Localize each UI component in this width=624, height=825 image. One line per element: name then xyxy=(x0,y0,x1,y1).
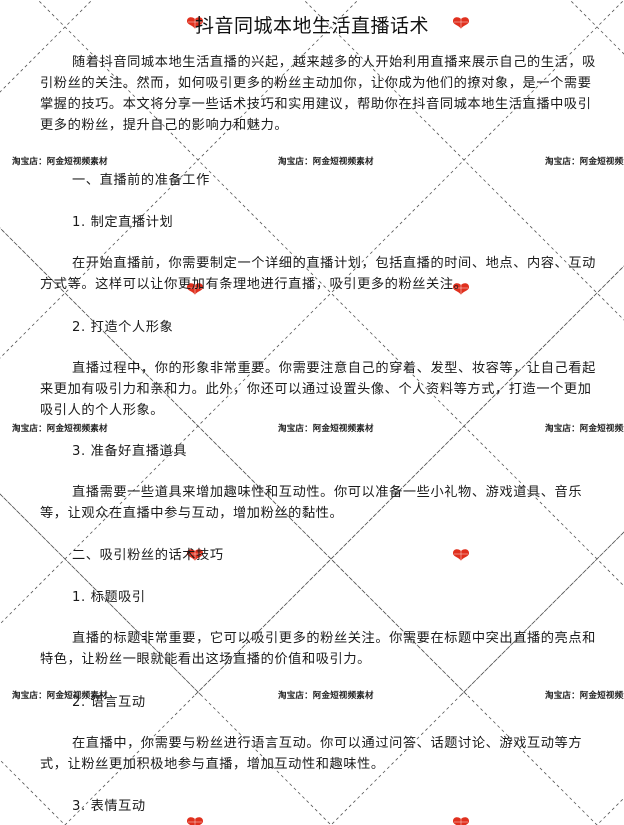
watermark-text: 淘宝店：阿金短视频素材 xyxy=(278,157,374,167)
paragraph-verbal: 在直播中，你需要与粉丝进行语言互动。你可以通过问答、话题讨论、游戏互动等方式，让… xyxy=(40,736,583,772)
section-heading-1: 一、直播前的准备工作 xyxy=(72,173,210,188)
watermark-text: 淘宝店：阿金短视频素材 xyxy=(12,424,108,434)
watermark-text: 淘宝店：阿金短视频素材 xyxy=(545,157,624,167)
paragraph-image: 直播过程中，你的形象非常重要。你需要注意自己的穿着、发型、妆容等，让自己看起来更… xyxy=(40,361,596,418)
watermark-text: 淘宝店：阿金短视频素材 xyxy=(278,691,374,701)
paragraph-title: 直播的标题非常重要，它可以吸引更多的粉丝关注。你需要在标题中突出直播的亮点和特色… xyxy=(40,631,596,667)
watermark-text: 淘宝店：阿金短视频素材 xyxy=(12,691,108,701)
subheading-image: 2. 打造个人形象 xyxy=(72,320,174,335)
subheading-title: 1. 标题吸引 xyxy=(72,590,146,605)
watermark-text: 淘宝店：阿金短视频素材 xyxy=(545,424,624,434)
subheading-plan: 1. 制定直播计划 xyxy=(72,215,174,230)
paragraph-props: 直播需要一些道具来增加趣味性和互动性。你可以准备一些小礼物、游戏道具、音乐等，让… xyxy=(40,485,583,521)
subheading-props: 3. 准备好直播道具 xyxy=(72,444,188,459)
subheading-emoji: 3. 表情互动 xyxy=(72,799,146,814)
watermark-text: 淘宝店：阿金短视频素材 xyxy=(545,691,624,701)
section-heading-2: 二、吸引粉丝的话术技巧 xyxy=(72,548,224,563)
document-title: 抖音同城本地生活直播话术 xyxy=(194,15,429,37)
paragraph-plan: 在开始直播前，你需要制定一个详细的直播计划，包括直播的时间、地点、内容、互动方式… xyxy=(40,256,596,292)
intro-paragraph: 随着抖音同城本地生活直播的兴起，越来越多的人开始利用直播来展示自己的生活，吸引粉… xyxy=(40,55,596,133)
watermark-text: 淘宝店：阿金短视频素材 xyxy=(12,157,108,167)
watermark-text: 淘宝店：阿金短视频素材 xyxy=(278,424,374,434)
